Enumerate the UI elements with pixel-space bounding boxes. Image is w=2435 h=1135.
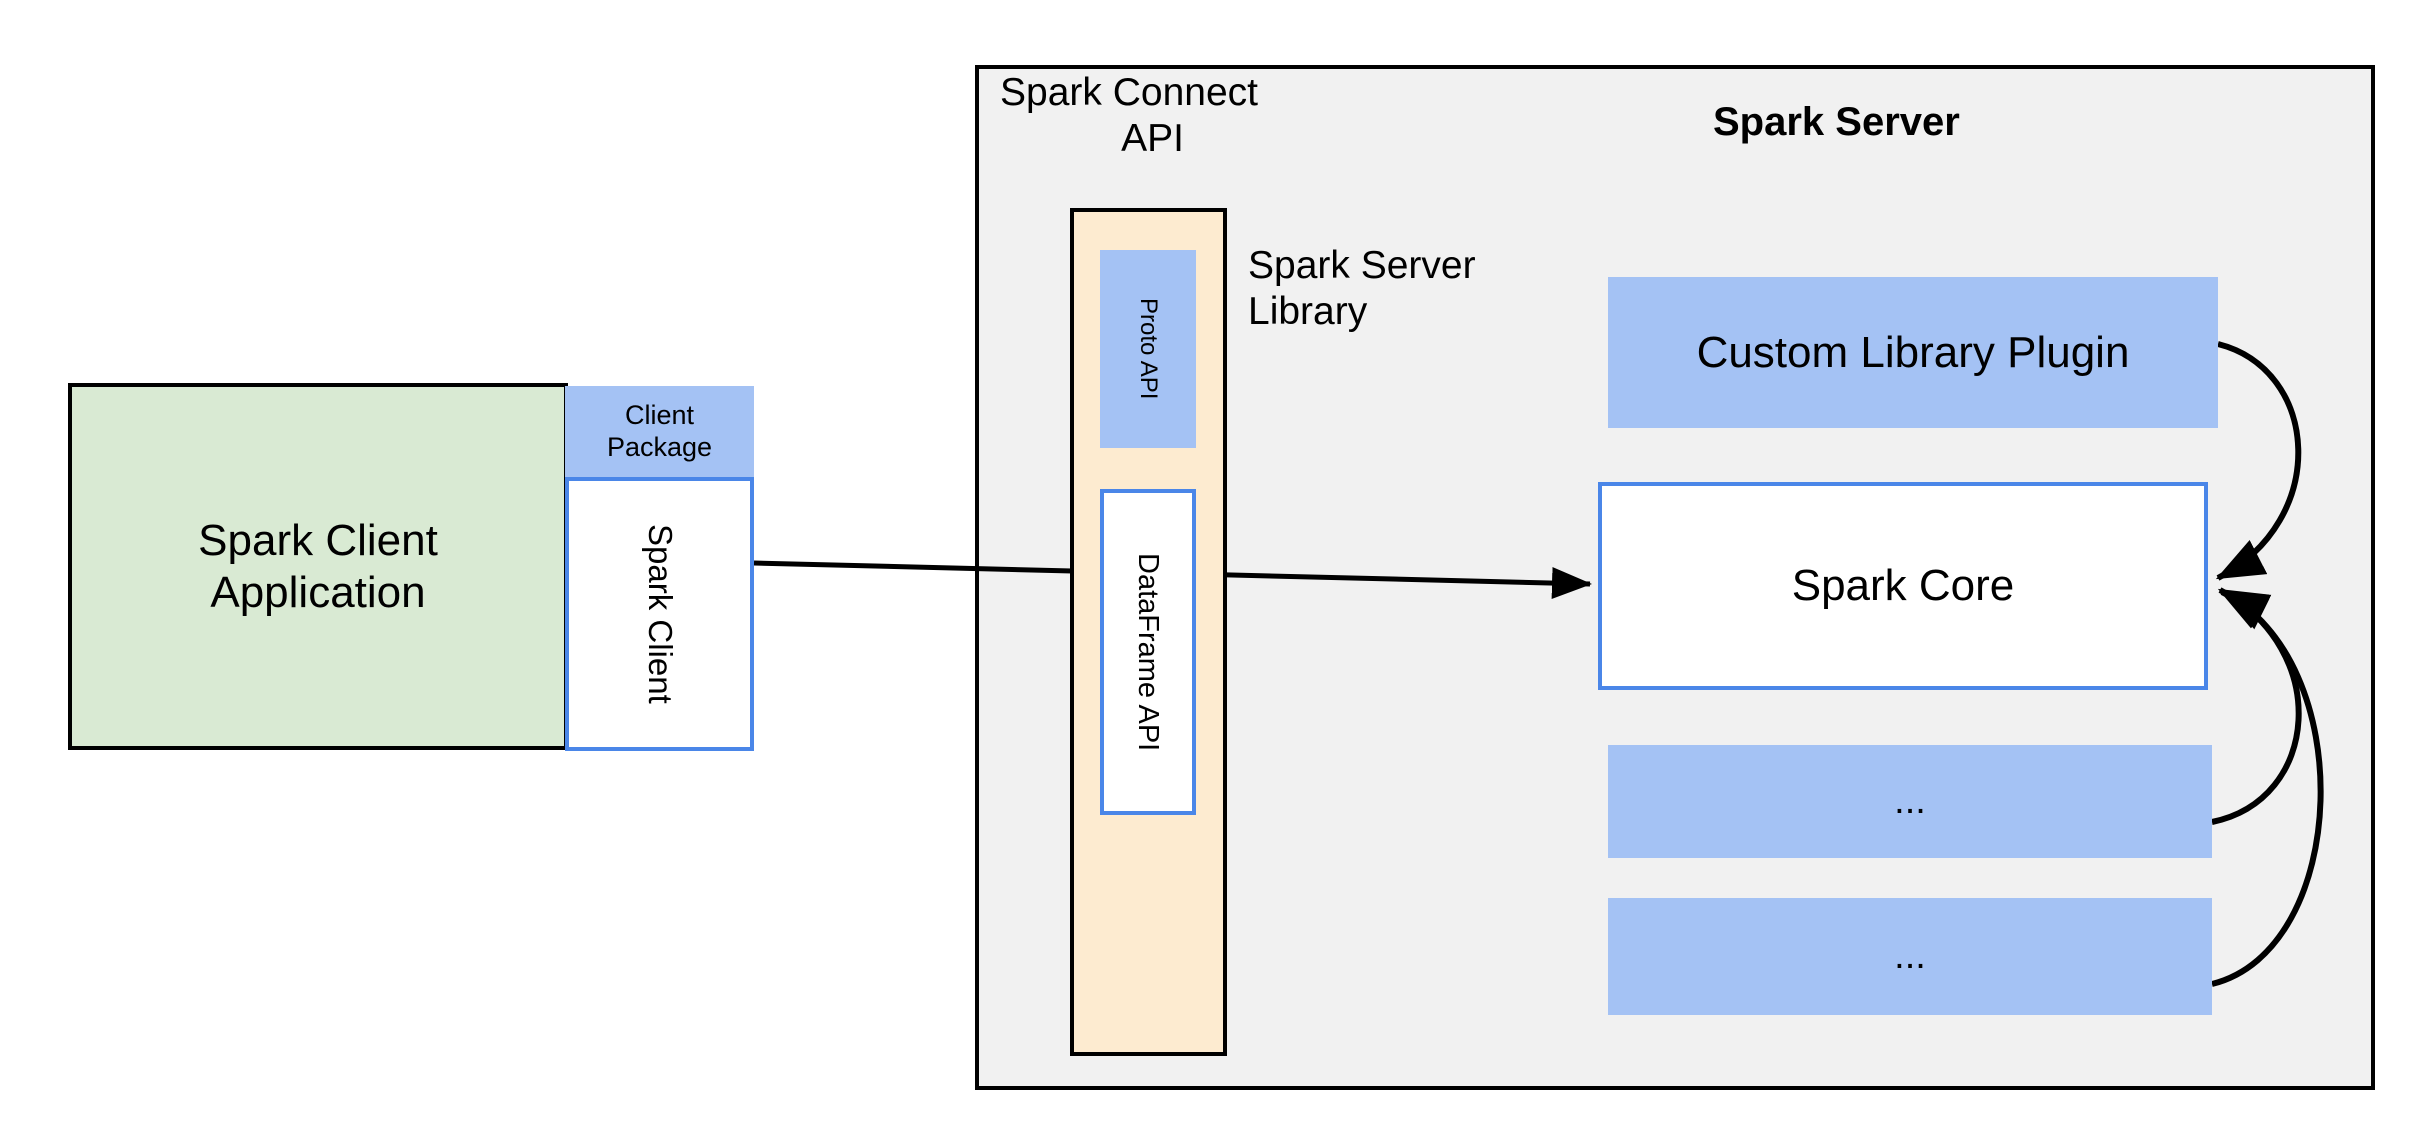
spark-connect-api-title: Spark Connect API bbox=[1000, 70, 1305, 170]
client-application-label-line2: Application bbox=[210, 567, 426, 617]
server-library-label-line1: Spark Server bbox=[1248, 244, 1476, 287]
client-package-label-line2: Package bbox=[606, 431, 713, 462]
spark-server-title: Spark Server bbox=[1713, 98, 2113, 148]
spark-core-label: Spark Core bbox=[1791, 561, 2015, 611]
custom-library-plugin-label: Custom Library Plugin bbox=[1696, 327, 2130, 377]
custom-library-plugin-box[interactable]: Custom Library Plugin bbox=[1608, 277, 2218, 428]
client-package-label-line1: Client bbox=[624, 399, 694, 430]
server-library-label-line2: Library bbox=[1248, 290, 1368, 334]
client-package-box[interactable]: Client Package bbox=[565, 386, 754, 477]
spark-server-title-text: Spark Server bbox=[1713, 100, 1960, 145]
ellipsis-label-1: ... bbox=[1894, 780, 1926, 823]
proto-api-box[interactable]: Proto API bbox=[1100, 250, 1196, 448]
dataframe-api-box[interactable]: DataFrame API bbox=[1100, 489, 1196, 815]
spark-core-box[interactable]: Spark Core bbox=[1598, 482, 2208, 690]
proto-api-label: Proto API bbox=[1135, 298, 1163, 400]
spark-client-label: Spark Client bbox=[641, 524, 679, 704]
dataframe-api-label: DataFrame API bbox=[1132, 552, 1165, 752]
ellipsis-box-1[interactable]: ... bbox=[1608, 745, 2212, 858]
ellipsis-label-2: ... bbox=[1894, 935, 1926, 978]
connect-api-title-line2: API bbox=[1121, 117, 1184, 161]
spark-client-box[interactable]: Spark Client bbox=[565, 477, 754, 751]
client-application-label-line1: Spark Client bbox=[198, 515, 438, 565]
connect-api-title-line1: Spark Connect bbox=[1000, 71, 1258, 114]
spark-client-application-box[interactable]: Spark Client Application bbox=[68, 383, 568, 750]
ellipsis-box-2[interactable]: ... bbox=[1608, 898, 2212, 1015]
spark-server-library-label: Spark Server Library bbox=[1248, 243, 1548, 343]
